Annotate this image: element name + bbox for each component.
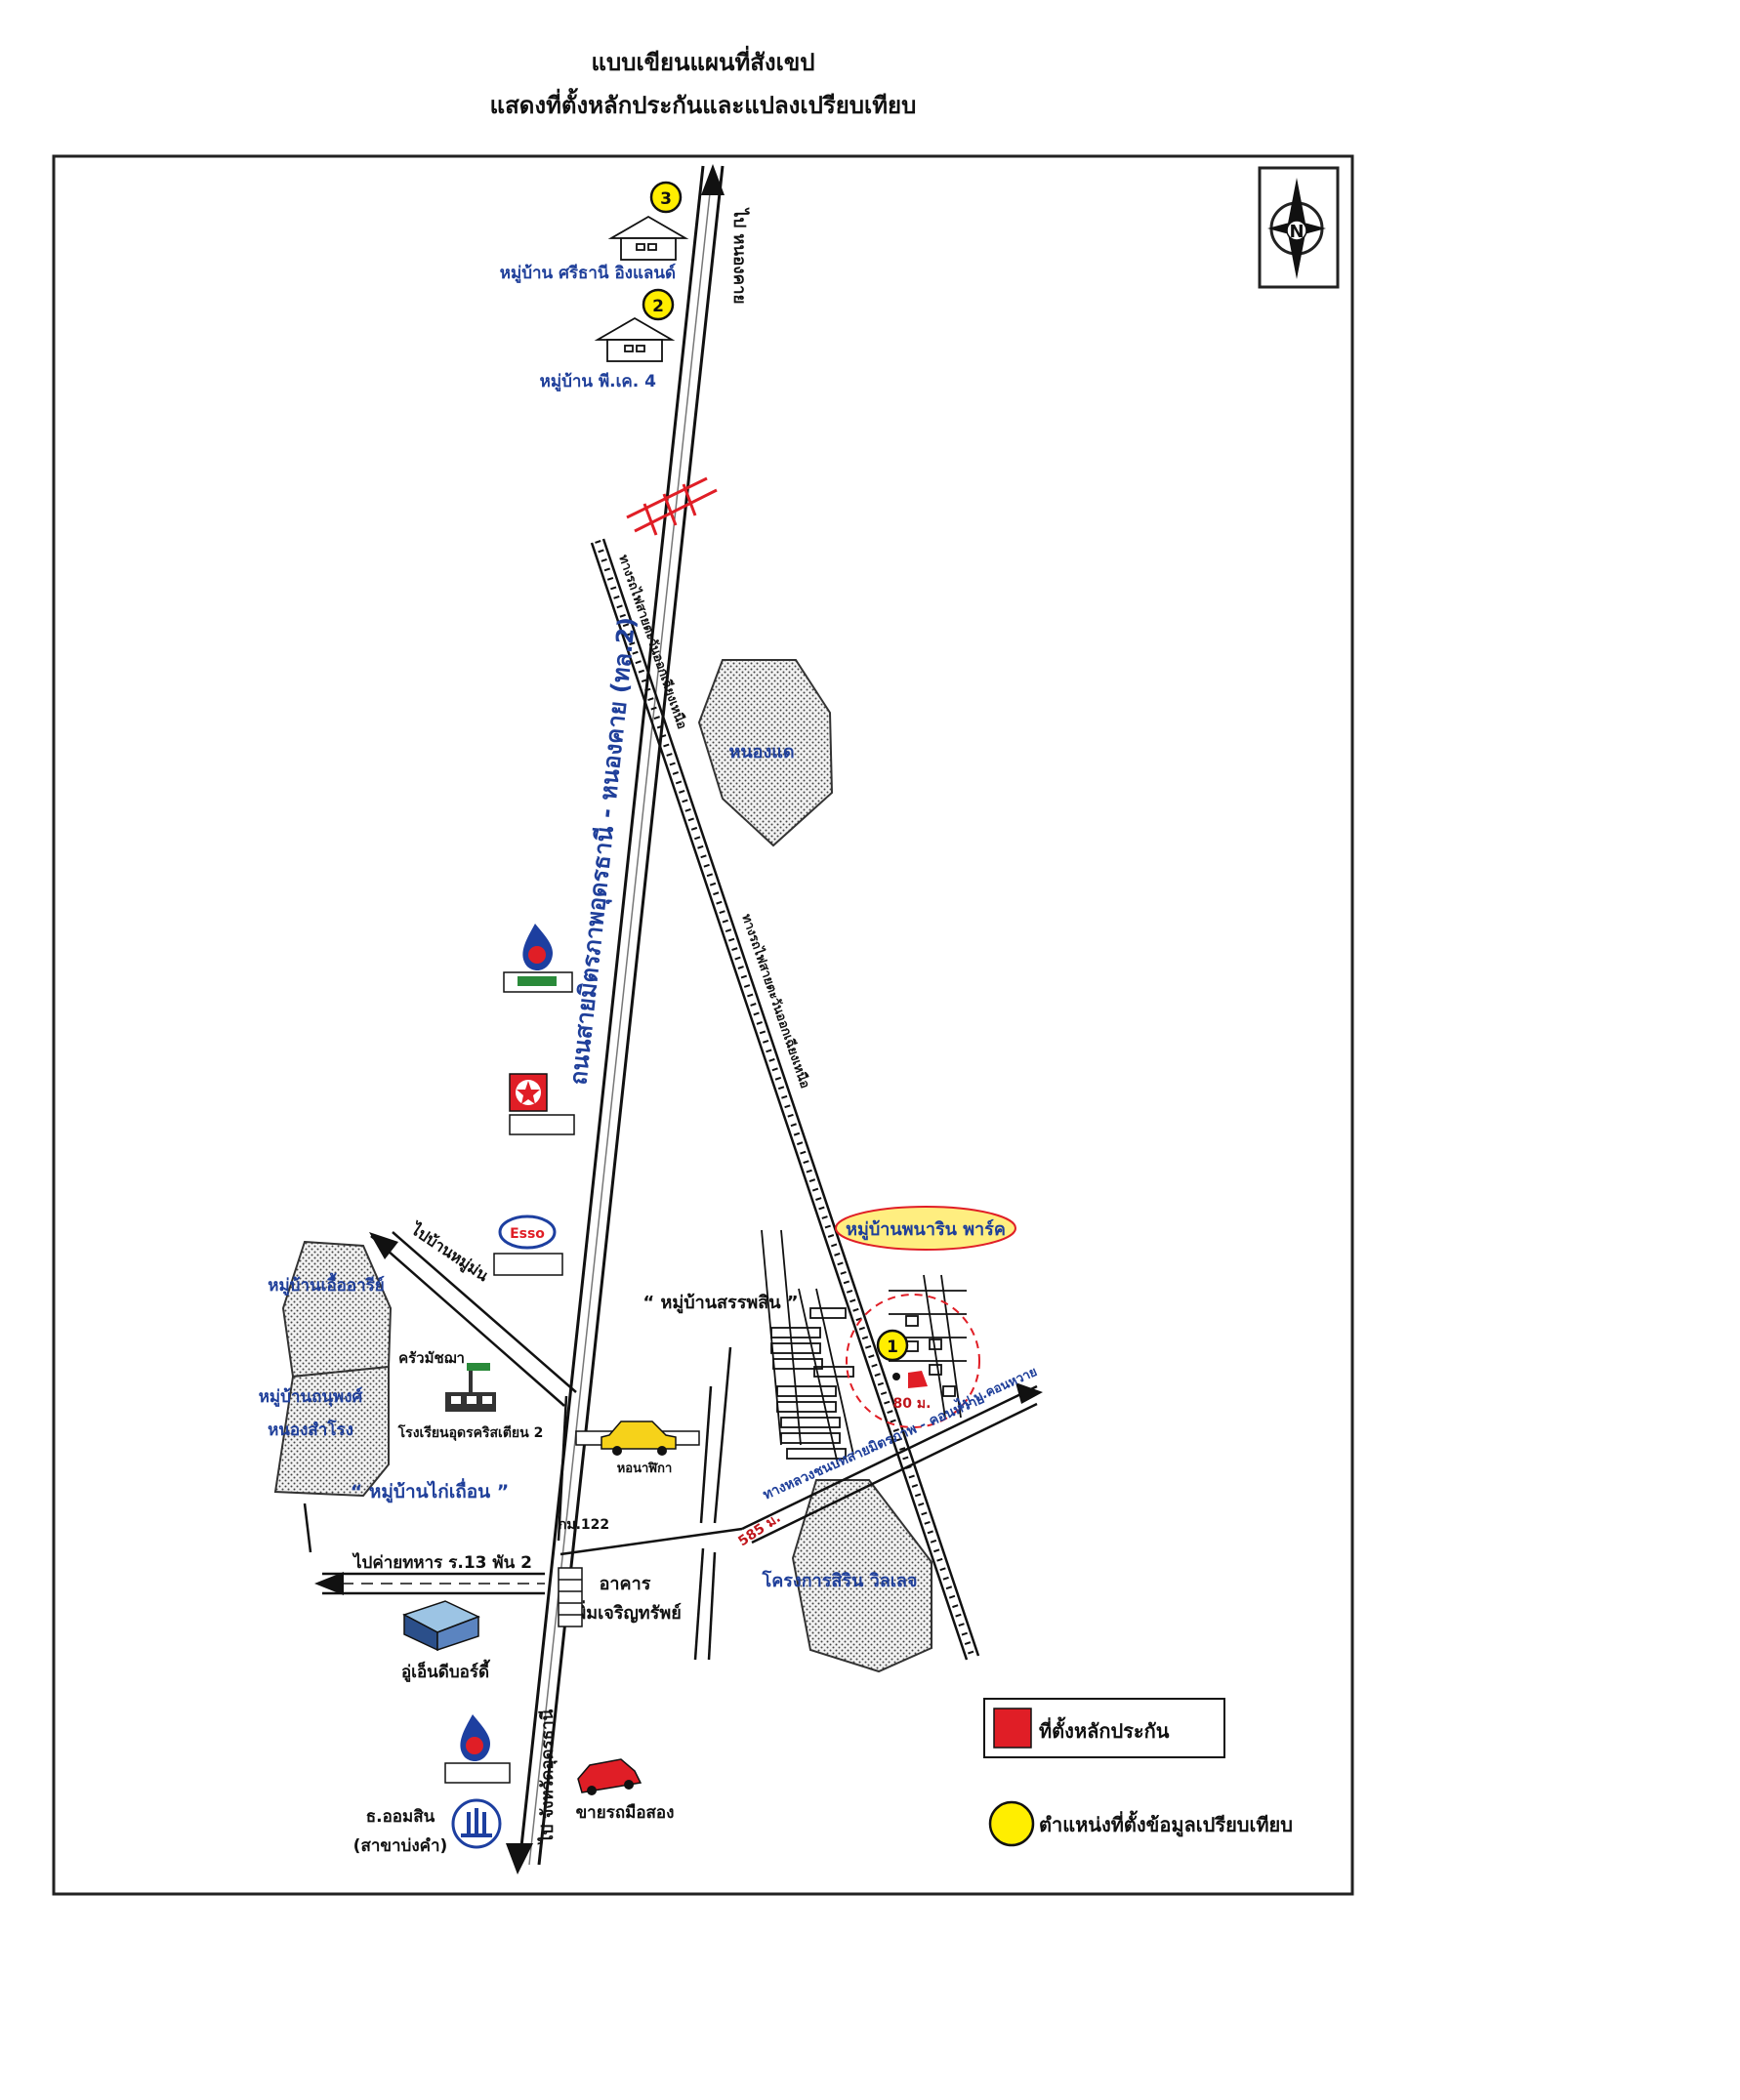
- shop-row-icon: [558, 1567, 583, 1627]
- village-phanarin-label: หมู่บ้านพนาริน พาร์ค: [846, 1218, 1006, 1241]
- house-icon: [607, 215, 689, 261]
- map-title-line2: แสดงที่ตั้งหลักประกันและแปลงเปรียบเทียบ: [489, 92, 917, 119]
- village-ua-arun-label: หมู่บ้านเอื้ออารีย์: [268, 1272, 384, 1297]
- village-area-2: [273, 1365, 390, 1498]
- village-area-1: [281, 1240, 393, 1379]
- school-icon: [445, 1363, 496, 1412]
- legend-comparison-swatch: [988, 1800, 1035, 1847]
- distance-80-label: 80 ม.: [893, 1396, 932, 1412]
- legend-collateral-label: ที่ตั้งหลักประกัน: [1039, 1716, 1170, 1743]
- project-label: โครงการสิริน วิลเลจ: [762, 1570, 918, 1591]
- garage-icon: [402, 1600, 480, 1652]
- comparison-marker-3: 3: [649, 181, 683, 214]
- to-udon-label: ไป จังหวัดอุดรธานี: [537, 1709, 558, 1845]
- village-kai-thuean-label: “ หมู่บ้านไก่เถื่อน ”: [351, 1478, 509, 1503]
- used-car-icon: [577, 1758, 642, 1795]
- village-pk4-label: หมู่บ้าน พี.เค. 4: [540, 371, 657, 392]
- railway-line: [590, 538, 980, 1661]
- gsb-label-line2: (สาขาบ่งคำ): [353, 1836, 448, 1856]
- map-title-line1: แบบเขียนแผนที่สังเขป: [591, 49, 815, 76]
- to-army-camp-label: ไปค่ายทหาร ร.13 พัน 2: [352, 1552, 532, 1573]
- north-arrow-icon: N: [1258, 166, 1340, 289]
- collateral-location: [908, 1371, 928, 1388]
- used-car-label: ขายรถมือสอง: [576, 1802, 675, 1823]
- car-showroom-icon: [575, 1421, 700, 1456]
- building-label-line1: อาคาร: [600, 1574, 651, 1594]
- legend-collateral-swatch: [993, 1708, 1032, 1749]
- school-label: โรงเรียนอุดรคริสเตียน 2: [397, 1423, 544, 1441]
- comparison-marker-2: 2: [642, 288, 675, 321]
- collateral-pin: [892, 1373, 900, 1380]
- krua-michael-label: ครัวมัชฌา: [398, 1349, 465, 1367]
- village-sanphasit-label: “ หมู่บ้านสรรพสิน ”: [642, 1293, 798, 1314]
- railway-label-lower: ทางรถไฟสายตะวันออกเฉียงเหนือ: [738, 912, 813, 1091]
- railway-crossing-icon: [626, 476, 718, 536]
- caltex-station-icon: [509, 1073, 575, 1135]
- gsb-label-line1: ธ.ออมสิน: [366, 1807, 435, 1827]
- nong-samrong-label: หนองสำโรง: [268, 1420, 353, 1440]
- village-thanyaporn-label: หมู่บ้านถนุพงศ์: [259, 1386, 364, 1408]
- road-to-ban-nong-nam: [369, 1231, 577, 1407]
- pond-area: [697, 659, 834, 847]
- arrow-to-khon-hwai-icon: [1015, 1382, 1043, 1404]
- ptt-station-icon: [444, 1714, 511, 1784]
- collateral-radius: [846, 1294, 980, 1428]
- village-sanphasit-grid: [761, 1229, 854, 1465]
- legend: ที่ตั้งหลักประกัน ตำแหน่งที่ตั้งข้อมูลเป…: [983, 1698, 1293, 1847]
- village-sri-thani-label: หมู่บ้าน ศรีธานี อิงแลนด์: [500, 263, 676, 284]
- project-area: [791, 1479, 932, 1673]
- svg-text:1: 1: [887, 1338, 898, 1357]
- village-phanarin-badge: [835, 1206, 1016, 1251]
- svg-text:2: 2: [652, 297, 664, 316]
- esso-text: Esso: [510, 1226, 545, 1242]
- local-roads: [303, 1346, 1038, 1661]
- road-to-army-camp: [314, 1572, 545, 1595]
- legend-comparison-label: ตำแหน่งที่ตั้งข้อมูลเปรียบเทียบ: [1039, 1810, 1293, 1838]
- map-frame: [52, 154, 1354, 1896]
- village-phanarin-grid: [889, 1274, 967, 1419]
- esso-station-icon: Esso: [493, 1215, 563, 1276]
- building-label-line2: เพิ่มเจริญทรัพย์: [568, 1600, 682, 1624]
- pond-label: หนองแด: [728, 742, 794, 762]
- house-icon: [594, 316, 676, 362]
- svg-text:3: 3: [660, 189, 672, 209]
- km-marker-label: กม.122: [559, 1517, 609, 1533]
- hor-na-ngam-label: หอนาฬิกา: [617, 1462, 673, 1476]
- comparison-marker-1: 1: [876, 1329, 909, 1362]
- compass-letter: N: [1289, 222, 1304, 242]
- to-nongkhai-label: ไป หนองคาย: [729, 207, 750, 304]
- un-body-label: อู่เอ็นดีบอร์ดี้: [401, 1659, 490, 1683]
- gsb-bank-icon: [451, 1798, 502, 1849]
- ptt-station-icon: [503, 924, 573, 993]
